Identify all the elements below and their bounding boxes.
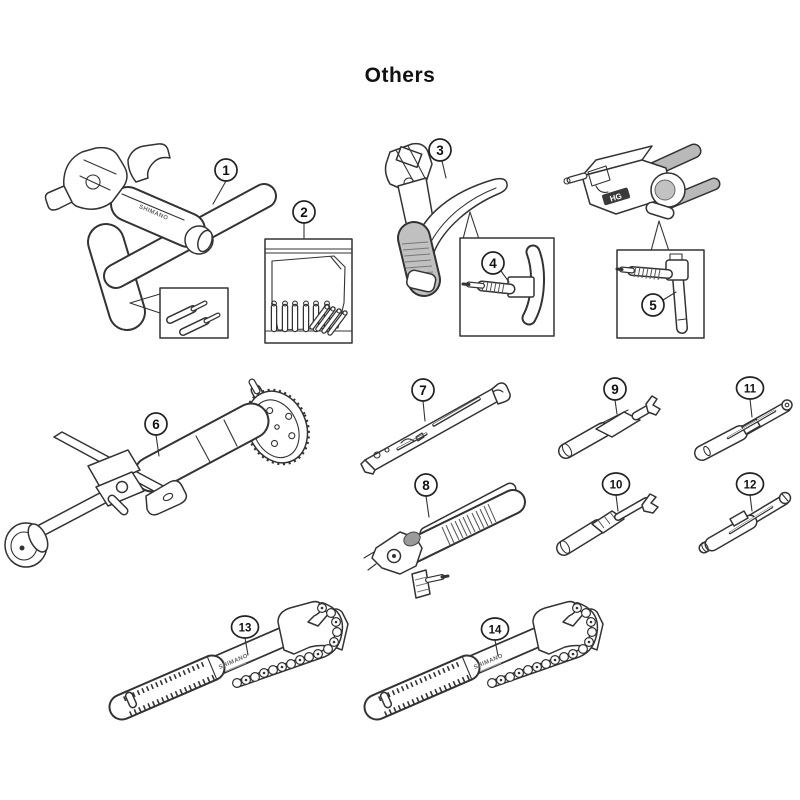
hg-label: HG <box>609 191 623 203</box>
grip-ribs <box>441 503 497 546</box>
balloon-7: 7 <box>411 378 435 422</box>
svg-text:6: 6 <box>152 417 160 432</box>
balloon-4: 4 <box>481 251 510 283</box>
item-5-hg-chain-tool-drawing: HG <box>563 143 721 339</box>
balloon-14: 14 <box>480 617 510 657</box>
thread-hatching <box>633 266 661 281</box>
svg-text:12: 12 <box>744 480 757 492</box>
item-3-chain-tool-drawing <box>384 142 555 337</box>
svg-text:14: 14 <box>489 625 502 637</box>
balloon-13: 13 <box>230 615 260 656</box>
balloon-12: 12 <box>735 472 765 512</box>
item-11-tool-drawing <box>694 399 793 461</box>
svg-text:13: 13 <box>239 623 252 635</box>
item-9-tool-drawing <box>558 395 661 459</box>
item-7-chain-checker-drawing <box>360 382 511 475</box>
svg-text:1: 1 <box>222 163 230 178</box>
svg-text:2: 2 <box>300 205 308 220</box>
balloon-5: 5 <box>641 291 677 317</box>
callout-box-5 <box>616 249 705 339</box>
svg-text:4: 4 <box>489 256 497 271</box>
balloon-10: 10 <box>601 472 631 512</box>
balloon-6: 6 <box>144 412 168 457</box>
svg-text:11: 11 <box>744 384 757 396</box>
item-10-tool-drawing <box>556 493 659 556</box>
item-2-pin-bag-drawing <box>264 238 353 344</box>
thread-hatching <box>481 280 505 295</box>
pin-group-tilted <box>309 304 348 336</box>
svg-text:9: 9 <box>611 382 619 397</box>
svg-text:3: 3 <box>436 143 444 158</box>
balloon-11: 11 <box>735 376 765 418</box>
balloon-3: 3 <box>428 138 452 179</box>
balloon-2: 2 <box>292 200 316 239</box>
chain-pins <box>244 606 338 682</box>
svg-text:5: 5 <box>649 298 657 313</box>
balloon-9: 9 <box>603 377 627 415</box>
item-12-tool-drawing <box>698 491 792 554</box>
item-1-chain-tool-drawing: SHIMANO <box>44 143 277 339</box>
item-8-link-pliers-drawing <box>363 482 526 599</box>
svg-text:10: 10 <box>610 480 623 492</box>
balloon-8: 8 <box>414 473 438 518</box>
balloons: 1 2 3 4 5 <box>144 138 765 657</box>
item-6-tool-drawing <box>4 378 310 568</box>
balloon-1: 1 <box>212 158 238 205</box>
svg-text:8: 8 <box>422 478 430 493</box>
item-13-chain-whip-drawing: SHIMANO <box>108 600 349 721</box>
page-title: Others <box>364 64 436 87</box>
svg-text:7: 7 <box>419 383 427 398</box>
hg-label-plate <box>602 187 631 206</box>
